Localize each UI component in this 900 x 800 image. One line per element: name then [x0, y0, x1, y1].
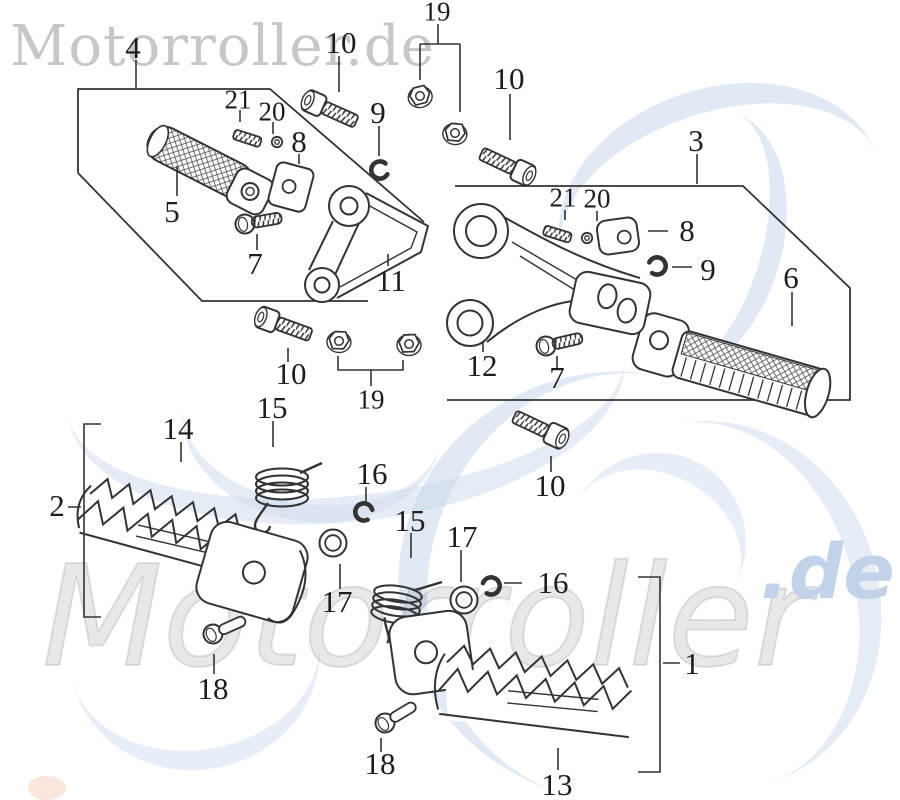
callout-10a: 10 — [325, 25, 357, 60]
group-box-3 — [447, 185, 851, 401]
callout-19a: 19 — [423, 0, 451, 27]
footpeg-front-right — [631, 312, 832, 419]
callout-6: 6 — [783, 260, 799, 295]
callout-3: 3 — [688, 123, 704, 158]
callout-7a: 7 — [247, 246, 263, 281]
callout-21b: 21 — [549, 182, 577, 213]
callout-15b: 15 — [394, 503, 426, 538]
callout-7b: 7 — [549, 360, 565, 395]
pin-18a — [199, 610, 250, 648]
callout-8b: 8 — [679, 213, 695, 248]
flange-nut — [396, 333, 422, 357]
callout-21a: 21 — [224, 84, 252, 115]
torsion-spring-15a — [253, 461, 323, 534]
washer-20b — [580, 231, 594, 245]
pink-smudge — [28, 776, 66, 800]
callout-4: 4 — [125, 30, 141, 65]
group-box-4 — [77, 88, 425, 302]
flange-nut — [440, 121, 470, 147]
flange-nut — [325, 329, 353, 355]
footpeg-rear-right — [388, 609, 634, 743]
callout-17b: 17 — [321, 584, 353, 619]
footpeg-front-left — [146, 124, 275, 216]
c-clip-16b — [482, 575, 502, 596]
callout-10b: 10 — [493, 61, 525, 96]
callout-1: 1 — [684, 646, 700, 681]
callout-10d: 10 — [534, 468, 566, 503]
callout-8a: 8 — [291, 124, 307, 159]
callout-11: 11 — [376, 263, 406, 298]
callout-15a: 15 — [256, 390, 288, 425]
bracket-hanger-left — [304, 185, 430, 303]
c-clip-9a — [370, 160, 388, 180]
callout-20b: 20 — [583, 183, 611, 214]
watermark-top: Motorroller.de — [10, 14, 435, 79]
callout-18a: 18 — [197, 671, 229, 706]
callout-20a: 20 — [258, 96, 286, 127]
callout-2: 2 — [49, 488, 65, 523]
washer-17b — [449, 585, 479, 615]
watermark-bottom-suffix: .de — [760, 527, 895, 616]
callout-16b: 16 — [537, 565, 569, 600]
footpeg-rear-left — [76, 477, 309, 624]
washer-20a — [270, 135, 284, 149]
flange-nut — [405, 83, 435, 111]
washer-17a — [318, 528, 348, 558]
c-clip-9b — [648, 255, 667, 276]
socket-bolt-10a — [297, 86, 362, 133]
callout-9b: 9 — [700, 252, 716, 287]
callout-17a: 17 — [446, 519, 478, 554]
callout-9a: 9 — [370, 95, 386, 130]
stud-21a — [231, 128, 264, 149]
socket-bolt-10d — [508, 405, 573, 453]
bolt-7b — [533, 327, 586, 359]
leader-lines — [68, 24, 793, 773]
c-clip-16a — [352, 501, 373, 523]
plate-8b — [595, 216, 641, 256]
callout-10c: 10 — [275, 356, 307, 391]
callout-12: 12 — [466, 348, 498, 383]
socket-bolt-10b — [475, 142, 540, 190]
pin-18b — [370, 695, 421, 738]
callout-14: 14 — [162, 411, 194, 446]
callout-19b: 19 — [357, 384, 385, 415]
bracket-hanger-right — [446, 203, 652, 347]
callout-13: 13 — [541, 767, 573, 800]
socket-bolt-10c — [250, 303, 316, 347]
callout-16a: 16 — [356, 456, 388, 491]
plate-8a — [267, 161, 315, 213]
callout-5: 5 — [164, 194, 180, 229]
callout-18b: 18 — [364, 746, 396, 781]
